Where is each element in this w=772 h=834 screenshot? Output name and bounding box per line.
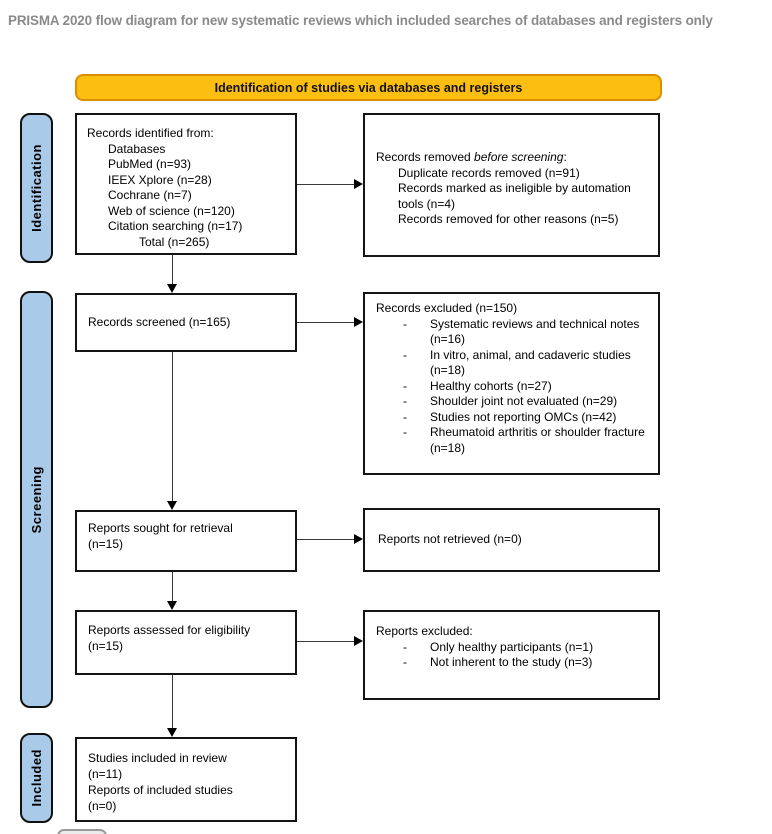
list-item: Records removed for other reasons (n=5) [398,212,619,226]
list-item: Citation searching (n=17) [108,219,243,233]
list-dash: - [403,378,407,393]
list-item: Records marked as ineligible by automati… [398,181,631,211]
stage-bar-screening: Screening [20,291,53,708]
records-removed-box: Records removed before screening: Duplic… [363,113,660,257]
arrow-line-screened-to-sought [172,352,174,502]
box-label: Reports not retrieved (n=0) [378,532,522,547]
arrow-line-identified-to-removed [297,184,354,186]
list-item: - Rheumatoid arthritis or shoulder fractu… [376,425,650,456]
reports-sought-box: Reports sought for retrieval(n=15) [75,510,297,572]
arrow-head-down-icon [167,601,177,610]
list-item: - Only healthy participants (n=1) [376,640,650,656]
reports-sought-lines: Reports sought for retrieval(n=15) [88,521,289,552]
list-item: (n=0) [88,799,117,813]
list-item-text: Systematic reviews and technical notes (… [430,316,640,347]
box-heading: Records removed before screening: [376,150,567,164]
list-item-text: Only healthy participants (n=1) [430,639,594,654]
list-item: - Shoulder joint not evaluated (n=29) [376,394,650,410]
list-item-text: Healthy cohorts (n=27) [430,378,552,393]
list-dash: - [403,655,407,669]
list-item-text: Rheumatoid arthritis or shoulder fractur… [430,425,645,455]
list-dash: - [403,425,407,439]
list-item-text: In vitro, animal, and cadaveric studies … [430,347,631,378]
list-item: PubMed (n=93) [108,157,192,171]
list-item: Studies included in review [88,751,227,765]
arrow-line-sought-to-assessed [172,572,174,602]
arrow-line-screened-to-excluded [297,322,354,324]
stage-label-identification: Identification [29,144,44,232]
arrow-line-sought-to-notretrieved [297,539,354,541]
list-item: Reports of included studies [88,783,233,797]
studies-included-lines: Studies included in review (n=11) Reports … [88,750,289,814]
list-item: - Healthy cohorts (n=27) [376,379,650,395]
records-screened-box: Records screened (n=165) [75,293,297,352]
list-dash: - [403,409,407,424]
arrow-line-assessed-to-excluded [297,641,354,643]
stage-label-screening: Screening [29,465,44,534]
list-item-text: Studies not reporting OMCs (n=42) [430,409,617,424]
list-item: (n=15) [88,536,124,551]
arrow-head-right-icon [354,179,363,189]
list-item: IEEX Xplore (n=28) [108,172,212,187]
list-item: Reports assessed for eligibility [88,623,251,637]
list-item: Web of science (n=120) [108,203,235,218]
list-dash: - [403,316,407,331]
reports-assessed-box: Reports assessed for eligibility(n=15) [75,610,297,675]
arrow-head-down-icon [167,501,177,510]
identification-banner: Identification of studies via databases … [75,74,662,101]
records-excluded-box: Records excluded (n=150) - Systematic rev… [363,292,660,475]
list-item: Cochrane (n=7) [108,188,192,202]
page-title: PRISMA 2020 flow diagram for new systema… [8,13,713,28]
stage-label-included: Included [29,749,44,807]
arrow-head-right-icon [354,534,363,544]
list-dash: - [403,639,407,654]
list-item: (n=15) [88,638,124,653]
list-dash: - [403,347,407,362]
studies-included-box: Studies included in review (n=11) Reports … [75,737,297,822]
list-item: Duplicate records removed (n=91) [398,165,580,180]
reports-not-retrieved-box: Reports not retrieved (n=0) [363,508,660,572]
arrow-head-down-icon [167,284,177,293]
box-heading: Records identified from: [87,126,214,140]
list-item-text: Not inherent to the study (n=3) [430,655,593,669]
box-label: Records screened (n=165) [88,314,231,329]
list-item: Databases [108,141,166,156]
list-item: - In vitro, animal, and cadaveric studies… [376,348,650,379]
list-item: - Studies not reporting OMCs (n=42) [376,410,650,426]
list-item: - Not inherent to the study (n=3) [376,655,650,671]
list-item: Reports sought for retrieval [88,521,233,535]
list-item-text: Shoulder joint not evaluated (n=29) [430,394,618,408]
arrow-line-assessed-to-included [172,675,174,729]
reports-excluded-list: - Only healthy participants (n=1) - Not inh… [376,640,650,671]
stage-bar-included: Included [20,733,53,823]
arrow-line-identified-to-screened [172,255,174,285]
records-removed-list: Duplicate records removed (n=91)Records … [376,166,650,228]
list-item: (n=11) [88,767,123,781]
records-excluded-list: - Systematic reviews and technical notes … [376,317,650,457]
arrow-head-down-icon [167,728,177,737]
reports-excluded-box: Reports excluded: - Only healthy particip… [363,610,660,700]
list-dash: - [403,394,407,408]
box-heading: Records excluded (n=150) [376,301,518,315]
reports-assessed-lines: Reports assessed for eligibility(n=15) [88,623,289,654]
stage-bar-identification: Identification [20,113,53,263]
cutoff-box-fragment [57,829,107,834]
records-identified-total: Total (n=265) [139,234,210,249]
box-heading: Reports excluded: [376,624,473,638]
list-item: - Systematic reviews and technical notes … [376,317,650,348]
arrow-head-right-icon [354,636,363,646]
arrow-head-right-icon [354,317,363,327]
banner-label: Identification of studies via databases … [214,80,523,95]
